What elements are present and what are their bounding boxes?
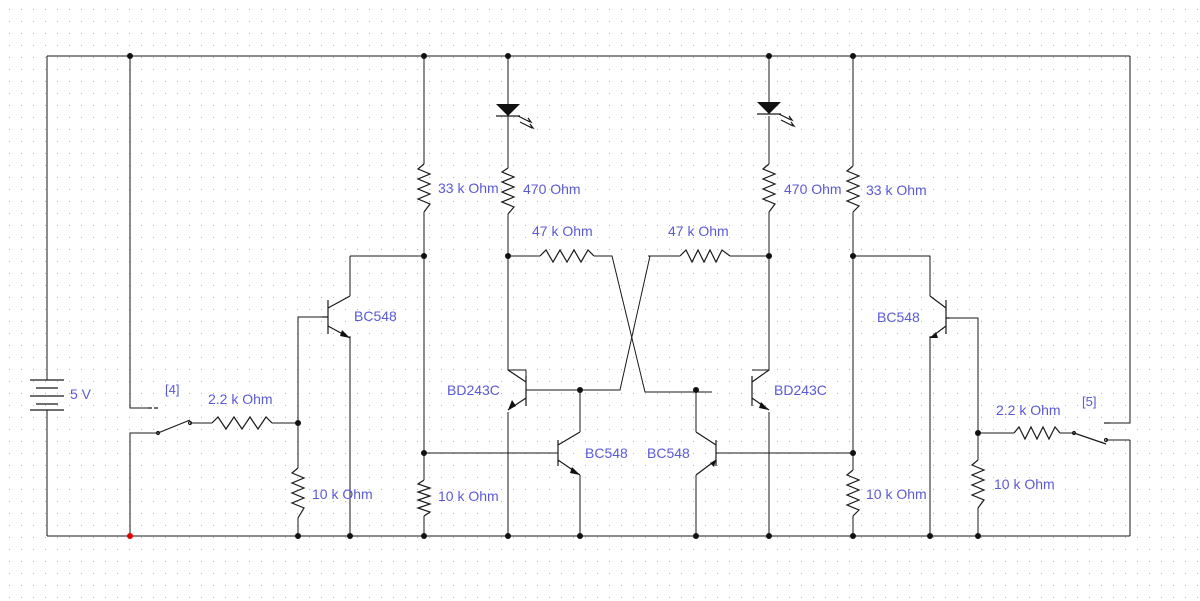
wires xyxy=(46,55,1131,537)
resistor-2k2-right xyxy=(1013,425,1061,441)
led-left xyxy=(496,104,535,130)
transistor-bc548-right-latch xyxy=(695,431,717,476)
ground-node xyxy=(127,533,133,539)
label-bc548-left-input: BC548 xyxy=(354,308,397,324)
resistor-10k-right-base xyxy=(845,469,861,517)
resistors xyxy=(211,163,1061,519)
transistor-bc548-left-latch xyxy=(557,431,581,476)
label-33k-left: 33 k Ohm xyxy=(438,180,499,196)
transistor-bd243c-right xyxy=(751,369,770,411)
switch-left-ref: [4] xyxy=(165,382,179,397)
switch-right-ref: [5] xyxy=(1082,394,1096,409)
label-10k-right-pulldown: 10 k Ohm xyxy=(994,476,1055,492)
label-2k2-left: 2.2 k Ohm xyxy=(208,391,273,407)
label-bc548-right-input: BC548 xyxy=(877,309,920,325)
label-10k-left-pulldown: 10 k Ohm xyxy=(312,486,373,502)
resistor-10k-left-base xyxy=(416,479,432,517)
battery-symbol: 5 V xyxy=(30,379,92,411)
resistor-33k-left xyxy=(416,163,432,213)
resistor-10k-right-pulldown xyxy=(970,459,986,509)
transistor-bd243c-left xyxy=(507,369,527,411)
label-33k-right: 33 k Ohm xyxy=(866,182,927,198)
label-10k-right-base: 10 k Ohm xyxy=(866,486,927,502)
label-bc548-right-latch: BC548 xyxy=(647,445,690,461)
label-470-left: 470 Ohm xyxy=(523,181,581,197)
label-470-right: 470 Ohm xyxy=(784,181,842,197)
transistor-bc548-right-input xyxy=(929,295,950,339)
transistor-bc548-left-input xyxy=(322,295,351,339)
label-47k-left: 47 k Ohm xyxy=(532,223,593,239)
resistor-10k-left-pulldown xyxy=(290,467,306,519)
battery-label: 5 V xyxy=(70,386,92,402)
component-labels: 2.2 k Ohm 10 k Ohm BC548 33 k Ohm 10 k O… xyxy=(208,180,1061,504)
resistor-470-right xyxy=(761,163,777,213)
grid-dots xyxy=(9,9,1198,598)
label-bd243c-left: BD243C xyxy=(447,382,500,398)
resistor-470-left xyxy=(500,167,516,215)
switch-right: [5] xyxy=(1071,394,1110,445)
led-right xyxy=(757,102,796,128)
label-bc548-left-latch: BC548 xyxy=(585,445,628,461)
resistor-2k2-left xyxy=(211,415,273,431)
junction-dots xyxy=(127,53,981,539)
label-47k-right: 47 k Ohm xyxy=(668,223,729,239)
label-bd243c-right: BD243C xyxy=(774,382,827,398)
label-2k2-right: 2.2 k Ohm xyxy=(996,402,1061,418)
switch-left: [4] xyxy=(148,382,193,436)
resistor-33k-right xyxy=(845,165,861,213)
resistor-47k-left xyxy=(539,248,595,264)
resistor-47k-right xyxy=(679,248,731,264)
label-10k-left-base: 10 k Ohm xyxy=(438,488,499,504)
